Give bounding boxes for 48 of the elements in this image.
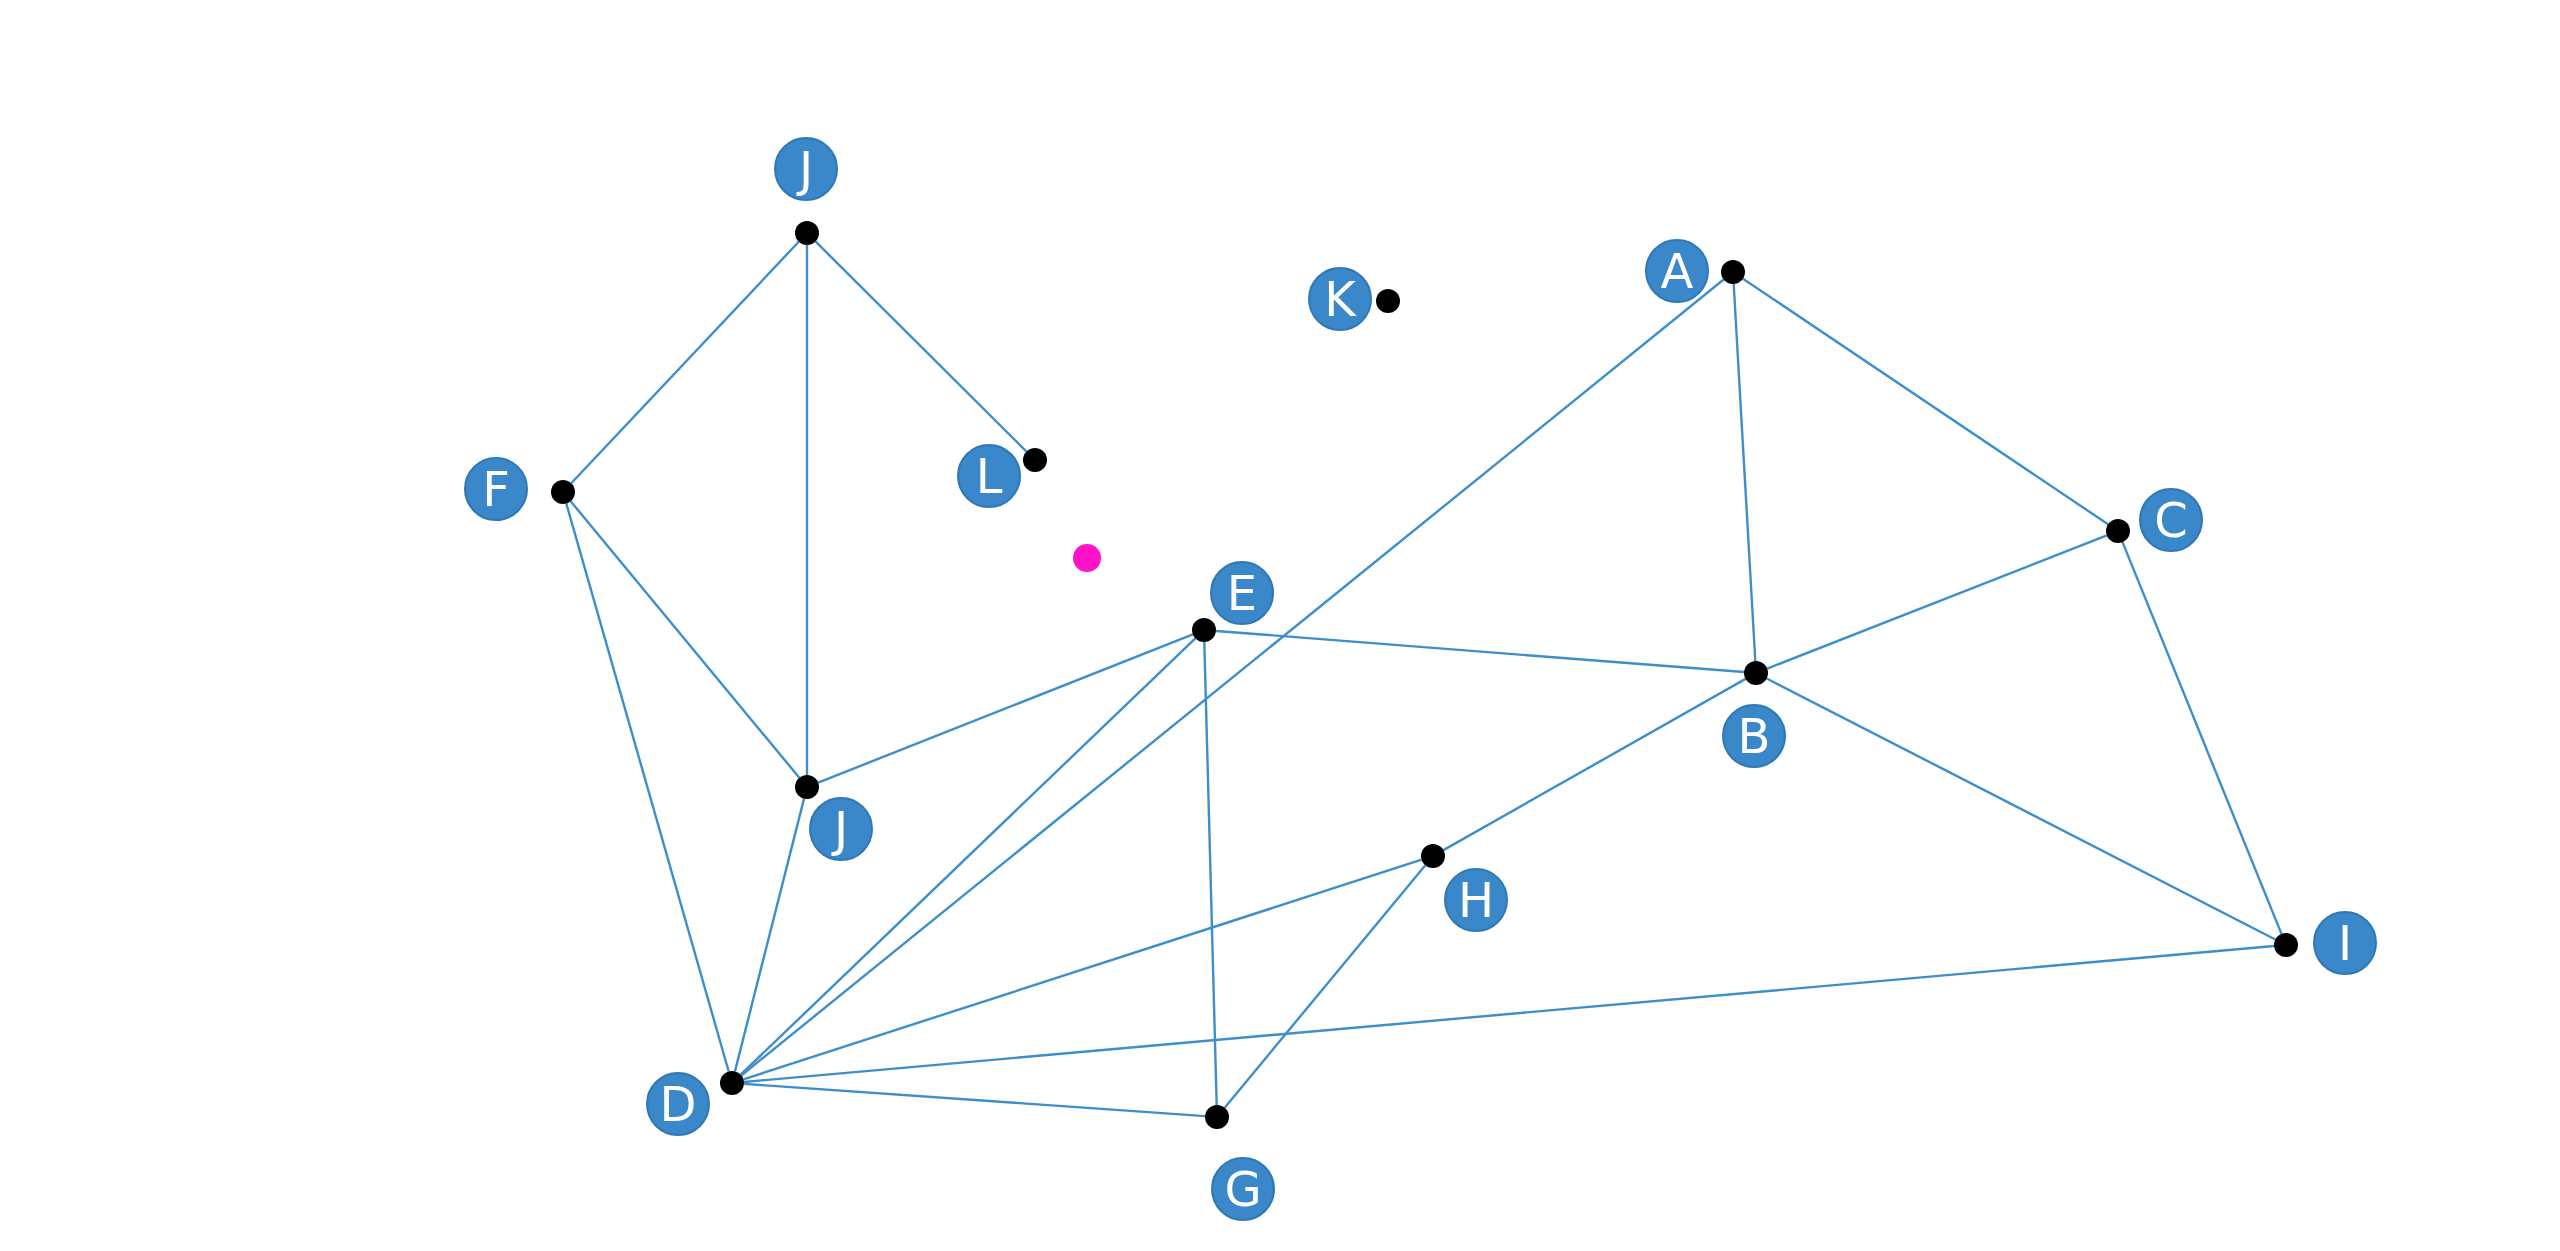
graph-vertex bbox=[720, 1071, 744, 1095]
graph-vertex bbox=[1721, 260, 1745, 284]
vertex-label: E bbox=[1210, 561, 1274, 625]
edge-line bbox=[733, 798, 806, 1072]
graph-vertex bbox=[1421, 844, 1445, 868]
edge-line bbox=[1766, 534, 2108, 670]
vertex-label: G bbox=[1211, 1157, 1275, 1221]
edge-line bbox=[740, 278, 1725, 1077]
edge-line bbox=[743, 1082, 1206, 1118]
graph-vertex bbox=[2274, 933, 2298, 957]
vertex-label: B bbox=[1722, 704, 1786, 768]
vertex-label: C bbox=[2139, 488, 2203, 552]
vertex-label: K bbox=[1308, 267, 1372, 331]
edge-line bbox=[1442, 677, 1747, 852]
vertex-label: J bbox=[809, 797, 873, 861]
vertex-label: L bbox=[957, 444, 1021, 508]
edge-line bbox=[570, 240, 800, 485]
vertex-label: A bbox=[1645, 239, 1709, 303]
edge-line bbox=[565, 503, 730, 1072]
edge-line bbox=[1223, 864, 1427, 1109]
graph-vertex bbox=[1192, 618, 1216, 642]
edge-line bbox=[739, 637, 1197, 1076]
vertex-label: I bbox=[2313, 911, 2377, 975]
graph-vertex bbox=[2106, 519, 2130, 543]
edge-line bbox=[805, 245, 809, 775]
highlight-dot bbox=[1073, 544, 1101, 572]
graph-vertex bbox=[1205, 1105, 1229, 1129]
edge-line bbox=[743, 944, 2275, 1084]
edge-line bbox=[1215, 629, 1745, 674]
vertex-label: F bbox=[464, 457, 528, 521]
graph-vertex bbox=[795, 221, 819, 245]
graph-vertex bbox=[551, 480, 575, 504]
edge-line bbox=[817, 633, 1194, 784]
edge-line bbox=[569, 500, 801, 779]
edge-line bbox=[814, 240, 1028, 453]
edge-line bbox=[1203, 641, 1218, 1106]
edge-line bbox=[1742, 277, 2109, 526]
vertex-label: H bbox=[1444, 868, 1508, 932]
graph-vertex bbox=[1023, 448, 1047, 472]
edge-line bbox=[1766, 677, 2276, 941]
vertex-label: J bbox=[774, 137, 838, 201]
graph-vertex bbox=[1744, 661, 1768, 685]
edge-line bbox=[743, 858, 1422, 1081]
vertex-label: D bbox=[646, 1072, 710, 1136]
edge-line bbox=[2121, 541, 2283, 935]
graph-vertex bbox=[795, 775, 819, 799]
edge-line bbox=[1732, 283, 1757, 662]
graph-vertex bbox=[1376, 289, 1400, 313]
